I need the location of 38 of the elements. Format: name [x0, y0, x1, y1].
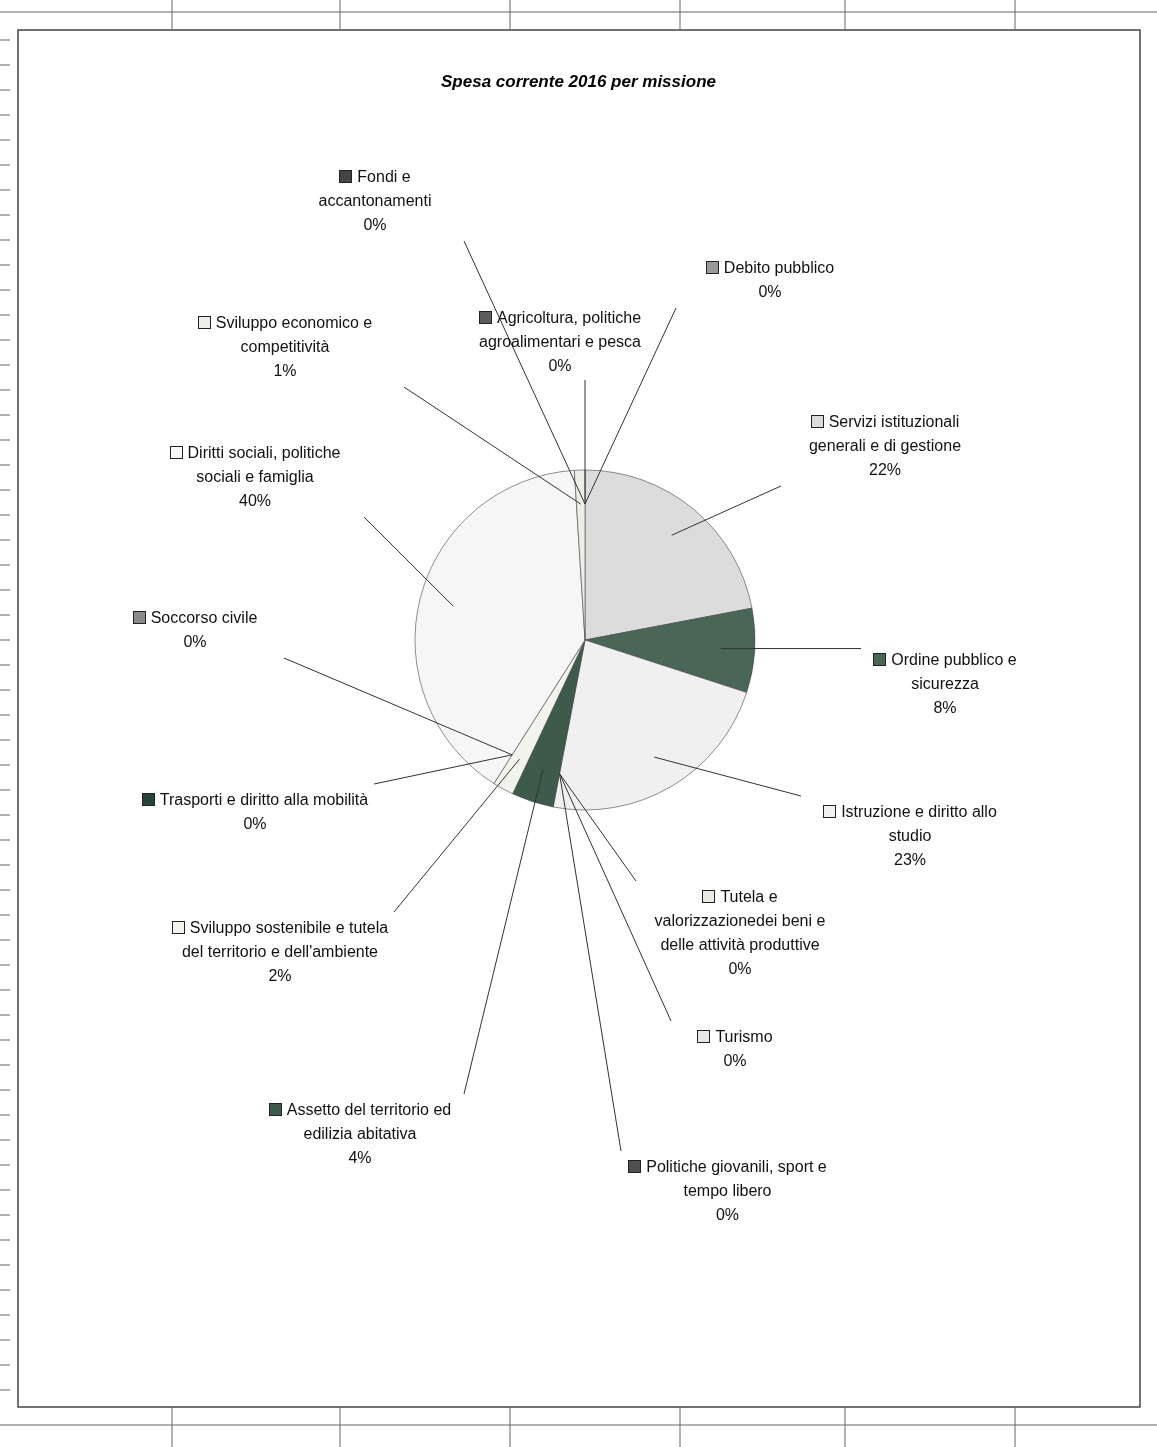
value-label: 0% — [242, 814, 268, 834]
pie-slice — [512, 639, 586, 808]
pie-slice — [493, 639, 586, 795]
value-label: 8% — [932, 698, 958, 718]
category-label: Sviluppo economico e competitività — [215, 314, 373, 355]
chart-title: Spesa corrente 2016 per missione — [440, 72, 717, 92]
category-label: Debito pubblico — [723, 259, 835, 276]
category-label: Istruzione e diritto allo studio — [841, 803, 997, 844]
category-label: Tutela e valorizzazionedei beni e delle attività produttive — [654, 888, 826, 953]
value-label: 0% — [182, 632, 208, 652]
pie-slice — [552, 639, 747, 811]
value-label: 0% — [757, 282, 783, 302]
category-label: Servizi istituzionali generali e di gestione — [808, 413, 962, 454]
category-label: Sviluppo sostenibile e tutela del territorio e dell'ambiente — [181, 919, 389, 960]
category-label: Soccorso civile — [150, 609, 258, 626]
category-label: Politiche giovanili, sport e tempo libero — [646, 1158, 827, 1199]
pie-slice — [414, 470, 586, 784]
value-label: 23% — [893, 850, 927, 870]
value-label: 2% — [267, 966, 293, 986]
category-label: Fondi e accantonamenti — [318, 168, 432, 209]
category-label: Assetto del territorio ed edilizia abitativa — [286, 1101, 452, 1142]
category-label: Ordine pubblico e sicurezza — [891, 651, 1017, 692]
pie-slice — [574, 469, 586, 641]
category-label: Diritti sociali, politiche sociali e famiglia — [187, 444, 341, 485]
pie-slice — [584, 607, 755, 693]
value-label: 0% — [722, 1051, 748, 1071]
category-label: Trasporti e diritto alla mobilità — [159, 791, 369, 808]
value-label: 0% — [727, 959, 753, 979]
pie-slice — [584, 469, 753, 641]
value-label: 1% — [272, 361, 298, 381]
value-label: 22% — [868, 460, 902, 480]
category-label: Turismo — [715, 1028, 773, 1045]
value-label: 0% — [714, 1205, 741, 1225]
value-label: 40% — [238, 491, 272, 511]
value-label: 0% — [362, 215, 388, 235]
value-label: 0% — [547, 356, 573, 376]
value-label: 4% — [347, 1148, 373, 1168]
category-label: Agricoltura, politiche agroalimentari e pesca — [479, 309, 642, 350]
